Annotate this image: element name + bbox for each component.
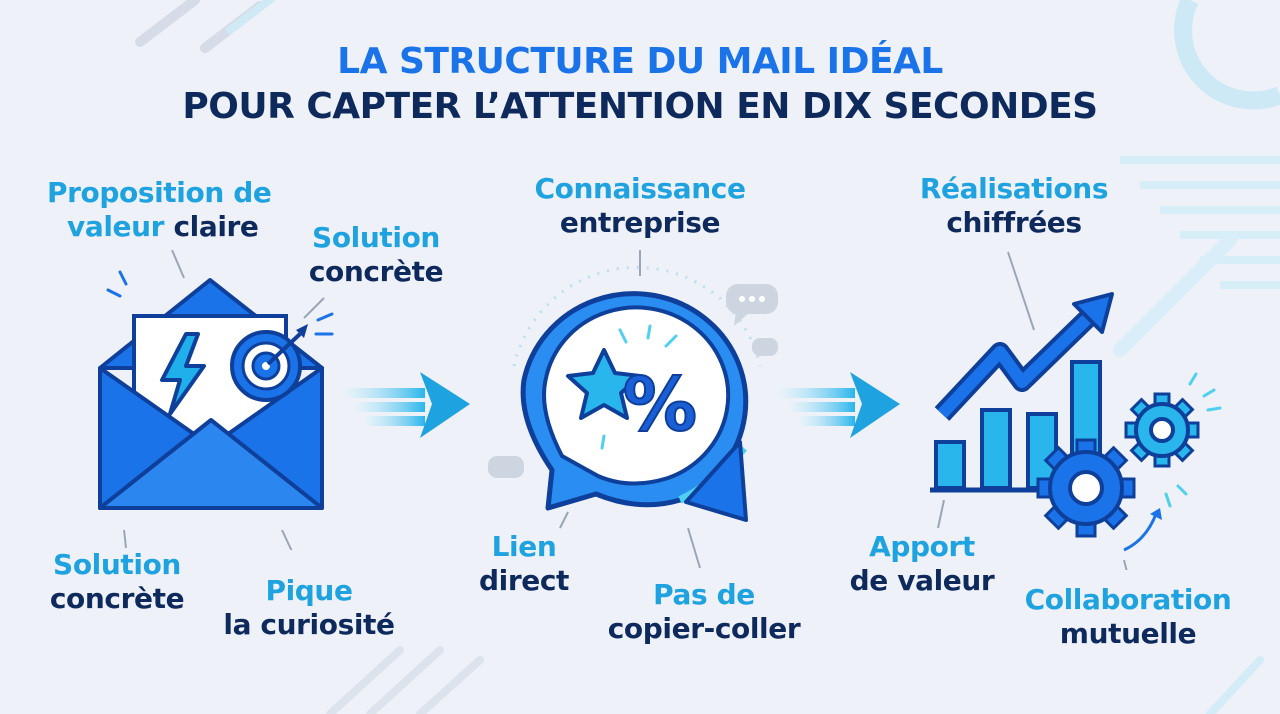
label-lien-direct: Lien direct — [479, 530, 569, 598]
gears-icon — [1036, 392, 1200, 552]
lightning-icon — [160, 332, 206, 416]
label-solution-bottom-line2: concrète — [49, 582, 185, 615]
title-line-2: POUR CAPTER L’ATTENTION EN DIX SECONDES — [182, 86, 1098, 127]
label-apport-line1: Apport — [869, 530, 975, 563]
label-collaboration-line2: mutuelle — [1059, 617, 1197, 650]
bar-chart-icon — [930, 292, 1120, 493]
star-icon — [566, 348, 642, 420]
speech-bubble-illustration: % — [488, 250, 778, 569]
label-connaissance-line1: Connaissance — [534, 172, 746, 205]
connector-lines — [937, 251, 1128, 570]
chat-icon-small — [488, 284, 778, 478]
connector-lines — [559, 250, 701, 569]
label-solution-bottom-line1: Solution — [53, 548, 181, 581]
chart-gears-illustration — [930, 251, 1222, 570]
label-solution-concrete-bottom: Solution concrète — [49, 548, 185, 616]
label-connaissance-line2: entreprise — [559, 206, 721, 239]
label-proposition-claire-word: claire — [173, 210, 259, 243]
label-solution-top-line2: concrète — [308, 255, 444, 288]
label-apport-de-valeur: Apport de valeur — [850, 530, 995, 598]
label-pique-curiosite: Pique la curiosité — [223, 574, 395, 642]
label-solution-top-line1: Solution — [312, 221, 440, 254]
connector-lines — [123, 250, 325, 550]
speech-bubble-icon — [520, 291, 749, 522]
label-realisations-line1: Réalisations — [919, 172, 1109, 205]
label-proposition-line1: Proposition de — [47, 176, 272, 209]
envelope-icon — [98, 278, 324, 510]
label-proposition-valeur-word: valeur — [67, 210, 165, 243]
label-collaboration-line1: Collaboration — [1024, 583, 1232, 616]
arrow-right-icon — [780, 372, 900, 438]
label-pas-de-copier-coller: Pas de copier-coller — [608, 578, 801, 646]
label-connaissance-entreprise: Connaissance entreprise — [534, 172, 745, 240]
label-pas-de-line2: copier-coller — [607, 612, 801, 645]
sparkle-lines — [106, 270, 334, 336]
label-solution-concrete-top: Solution concrète — [308, 221, 444, 289]
arrow-right-icon — [345, 372, 470, 438]
label-proposition-valeur: Proposition de valeur claire — [47, 176, 272, 244]
label-collaboration-mutuelle: Collaboration mutuelle — [1025, 583, 1232, 651]
label-apport-line2: de valeur — [849, 564, 995, 597]
label-realisations-line2: chiffrées — [946, 206, 1082, 239]
title-line-1: LA STRUCTURE DU MAIL IDÉAL — [337, 41, 943, 82]
target-icon — [230, 324, 308, 402]
label-lien-line2: direct — [478, 564, 570, 597]
label-lien-line1: Lien — [491, 530, 557, 563]
label-pas-de-line1: Pas de — [653, 578, 755, 611]
envelope-illustration — [98, 250, 334, 550]
label-pique-line2: la curiosité — [223, 608, 395, 641]
label-pique-line1: Pique — [265, 574, 353, 607]
label-realisations-chiffrees: Réalisations chiffrées — [919, 172, 1109, 240]
percent-symbol: % — [623, 362, 697, 448]
